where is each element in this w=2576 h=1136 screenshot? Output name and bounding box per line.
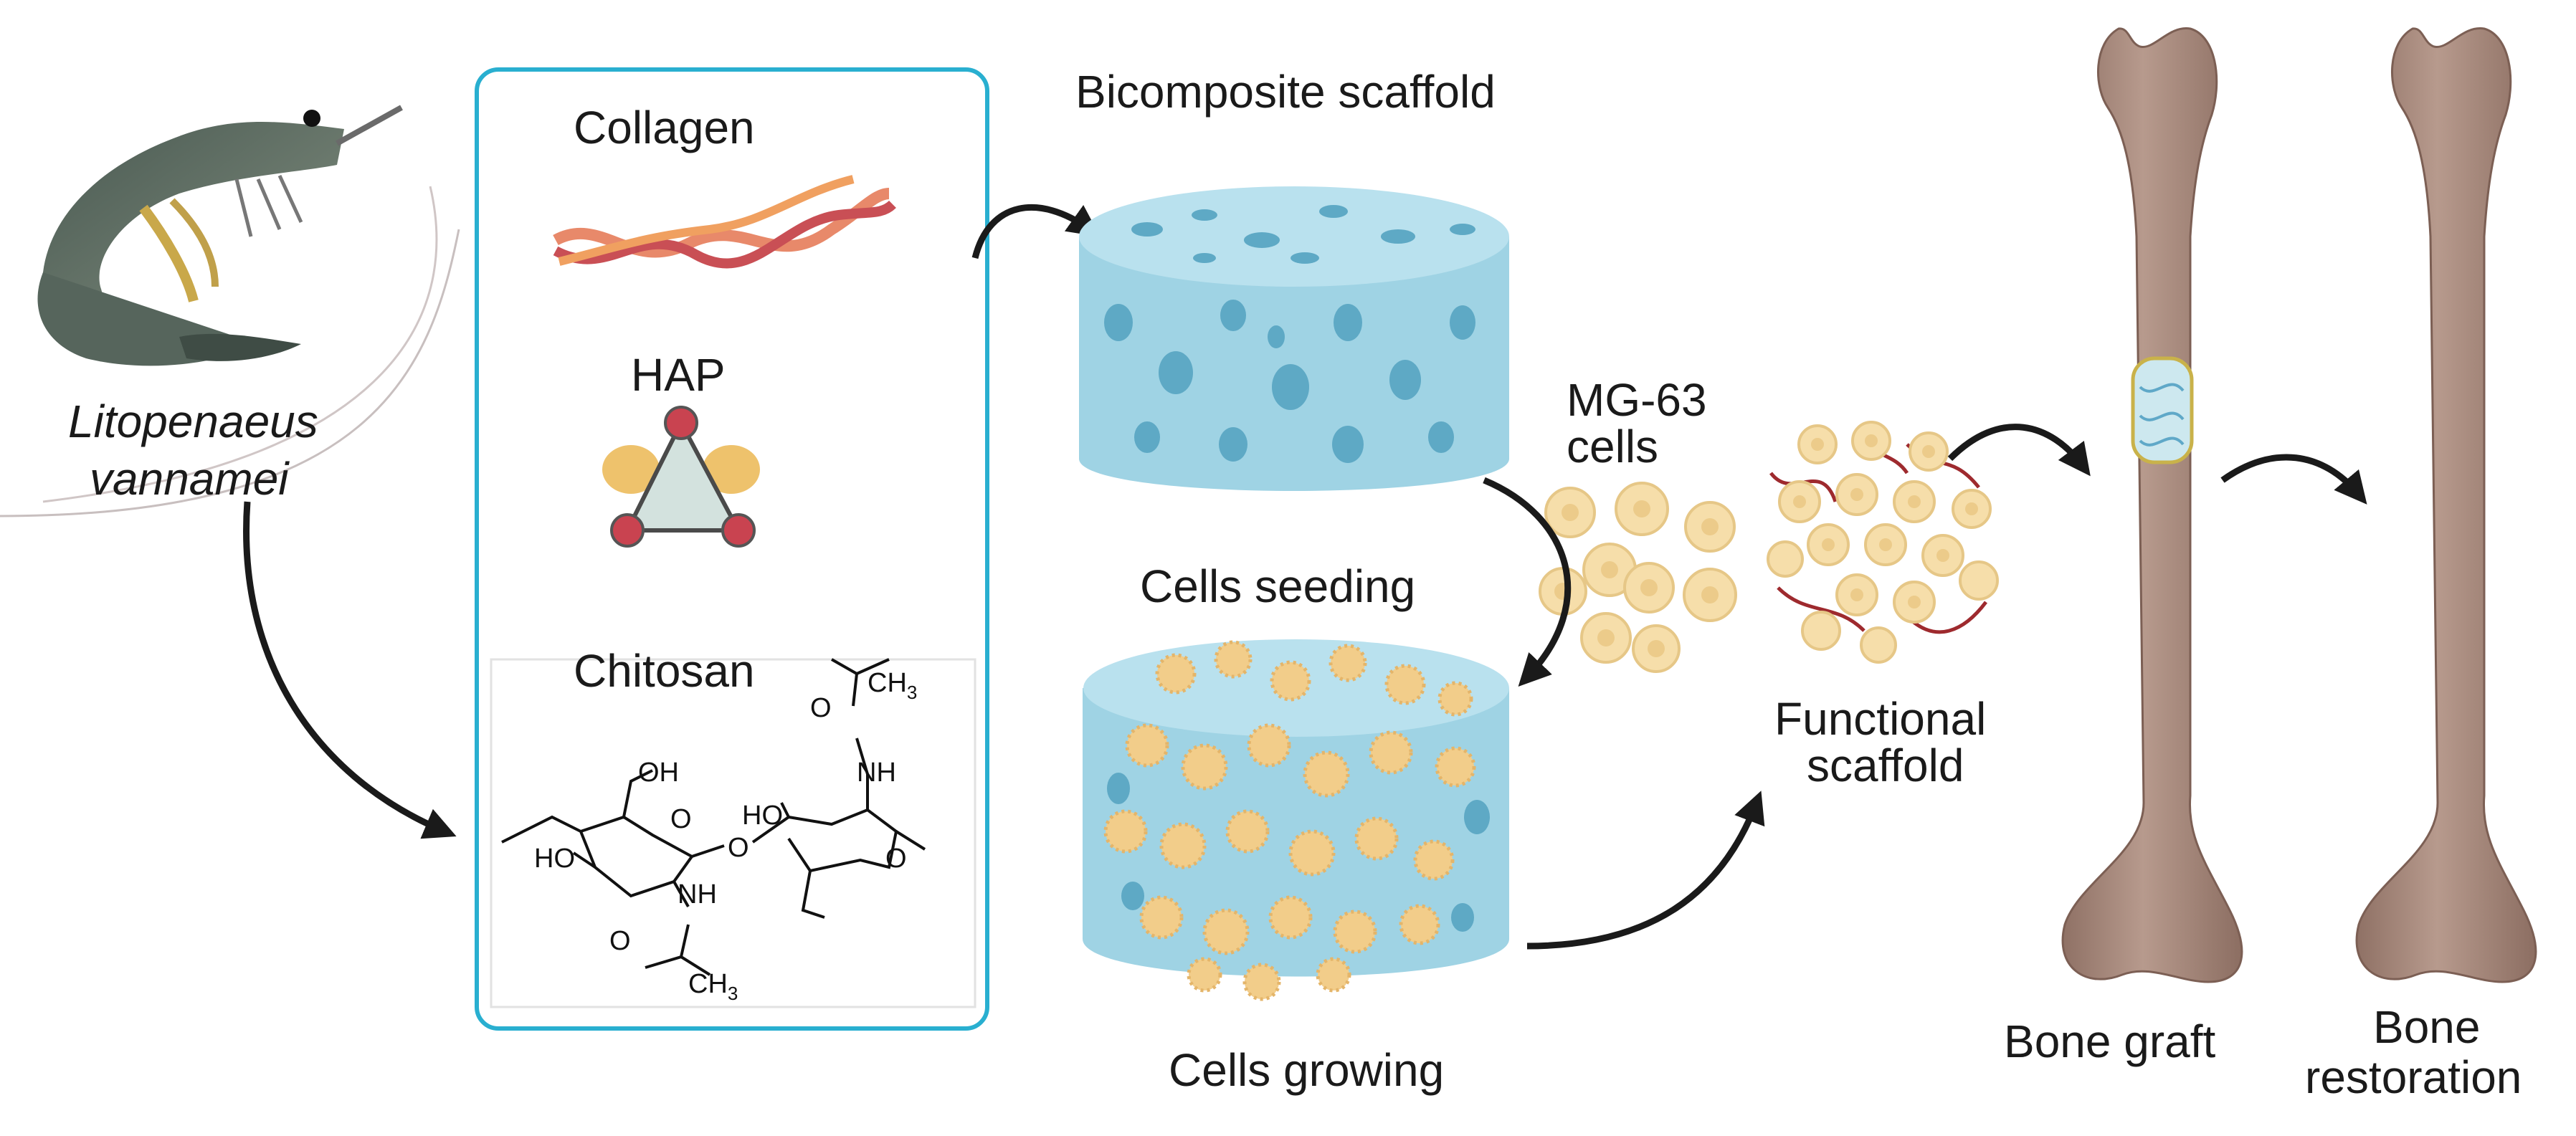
bone-graft-icon [2061,27,2243,983]
ho-left: HO [534,844,575,874]
restoration-label-line2: restoration [2305,1051,2522,1103]
o-ring1: O [670,804,692,834]
mg63-cells-icon [1539,482,1737,673]
functional-label-line1: Functional [1774,693,1986,745]
oh-upper: OH [638,758,679,788]
ho-mid: HO [742,801,783,831]
cells-growing-scaffold-icon [1083,639,1509,1001]
growing-label: Cells growing [1169,1044,1444,1096]
hap-icon [602,406,760,548]
o-ring2: O [885,844,907,874]
nh-bottom: NH [678,879,717,910]
ch3-top: CH3 [868,668,917,703]
restored-bone-icon [2355,27,2537,983]
collagen-helix-icon [553,175,896,269]
o-bridge: O [728,833,749,863]
arrow-growing-to-functional [1526,791,1765,950]
functional-label-line2: scaffold [1807,740,1964,791]
chitosan-label: Chitosan [574,645,755,697]
functional-scaffold-icon [1767,421,1999,664]
arrow-panel-to-scaffold [971,204,1101,259]
shrimp-image [0,105,460,517]
collagen-label: Collagen [574,102,755,153]
hap-label: HAP [631,349,726,401]
bicomposite-scaffold-icon [1079,186,1509,491]
arrow-functional-to-graft [1947,424,2091,477]
o-top: O [810,693,832,723]
mg63-label-line2: cells [1567,421,1658,472]
species-name-line1: Litopenaeus [68,396,318,447]
restoration-label-line1: Bone [2373,1001,2480,1053]
seeding-label: Cells seeding [1140,560,1415,612]
scaffold-label: Bicomposite scaffold [1075,66,1496,118]
species-name-line2: vannamei [90,453,290,505]
arrow-shrimp-to-panel [243,501,457,839]
arrow-seeding [1483,477,1572,687]
mg63-label-line1: MG-63 [1567,374,1707,426]
nh-top: NH [857,758,896,788]
ch3-bottom: CH3 [688,969,738,1004]
bone-graft-label: Bone graft [2004,1016,2216,1067]
chitosan-structure [501,658,926,976]
arrow-graft-to-restoration [2220,454,2367,505]
o-bottom: O [609,926,631,956]
